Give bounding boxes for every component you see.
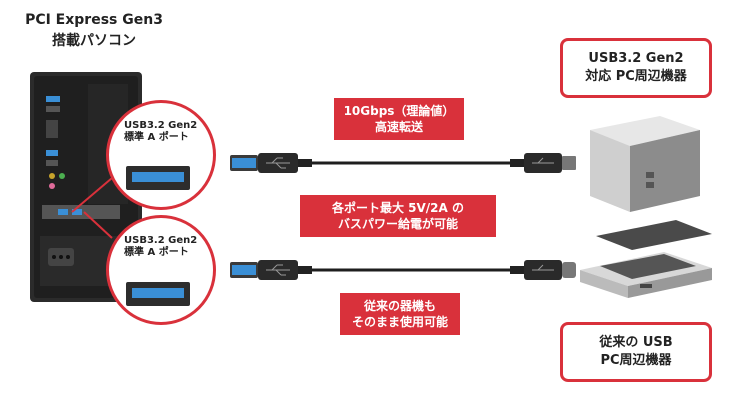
- compat-info-box: 従来の器機も そのまま使用可能: [340, 293, 460, 335]
- usb-port-top-tongue: [132, 172, 184, 182]
- device-bottom-line1: 従来の USB: [599, 335, 673, 350]
- device-bottom-label-box: 従来の USB PC周辺機器: [560, 322, 712, 382]
- compat-line1: 従来の器機も: [363, 299, 436, 313]
- port-top-label: USB3.2 Gen2 標準 A ポート: [124, 120, 197, 144]
- device-top-line2: 対応 PC周辺機器: [585, 69, 687, 84]
- port-bottom-label-line1: USB3.2 Gen2: [124, 235, 198, 246]
- usb-port-top: [126, 166, 190, 190]
- scanner-icon: [580, 220, 712, 298]
- speed-line2: 高速転送: [374, 120, 423, 134]
- hdd-enclosure-icon: [590, 116, 700, 212]
- port-top-label-line1: USB3.2 Gen2: [124, 120, 198, 131]
- compat-line2: そのまま使用可能: [351, 315, 448, 329]
- power-info-box: 各ポート最大 5V/2A の バスパワー給電が可能: [300, 195, 496, 237]
- usb-symbol-icon: [266, 157, 554, 276]
- pc-title-line2: 搭載パソコン: [52, 33, 136, 49]
- port-bubble-bottom: [106, 215, 216, 325]
- pc-title-line1: PCI Express Gen3: [25, 12, 163, 28]
- port-top-label-line2: 標準 A ポート: [124, 132, 189, 143]
- speed-info-box: 10Gbps（理論値） 高速転送: [334, 98, 464, 140]
- device-top-label-box: USB3.2 Gen2 対応 PC周辺機器: [560, 38, 712, 98]
- power-line1: 各ポート最大 5V/2A の: [331, 201, 464, 215]
- port-bottom-label-line2: 標準 A ポート: [124, 247, 189, 258]
- port-bottom-label: USB3.2 Gen2 標準 A ポート: [124, 235, 197, 259]
- usb-port-bottom: [126, 282, 190, 306]
- power-line2: バスパワー給電が可能: [337, 217, 458, 231]
- device-bottom-line2: PC周辺機器: [600, 353, 672, 368]
- device-top-line1: USB3.2 Gen2: [588, 51, 684, 66]
- pc-title: PCI Express Gen3 搭載パソコン: [14, 10, 204, 52]
- port-bubble-top: [106, 100, 216, 210]
- usb-port-bottom-tongue: [132, 288, 184, 298]
- speed-line1: 10Gbps（理論値）: [343, 104, 455, 118]
